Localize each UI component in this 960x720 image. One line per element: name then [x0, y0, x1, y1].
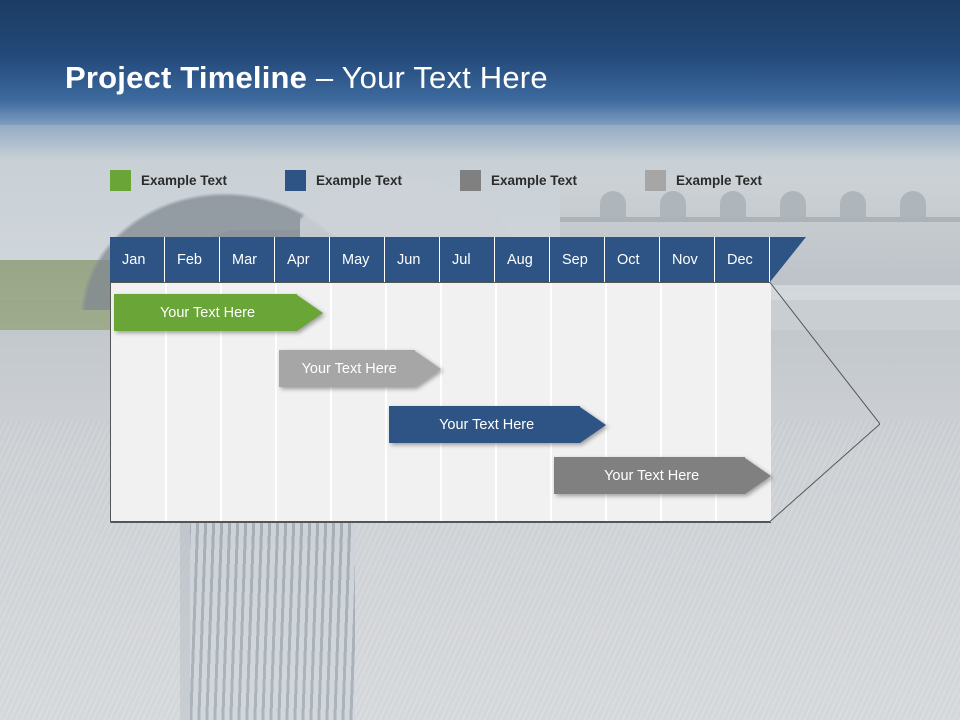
- legend-swatch-icon: [645, 170, 666, 191]
- month-cell-aug[interactable]: Aug: [495, 237, 550, 282]
- month-cell-apr[interactable]: Apr: [275, 237, 330, 282]
- legend-label: Example Text: [316, 173, 403, 188]
- grid-column-line: [385, 282, 387, 522]
- task-bar-3[interactable]: Your Text Here: [554, 457, 772, 494]
- page-title-strong: Project Timeline: [65, 60, 308, 95]
- grid-column-line: [495, 282, 497, 522]
- task-bar-arrow-icon: [297, 294, 323, 331]
- task-bar-label: Your Text Here: [279, 350, 416, 387]
- legend-label: Example Text: [141, 173, 228, 188]
- legend: Example Text Example Text Example Text Exam…: [110, 170, 810, 192]
- grid-column-line: [440, 282, 442, 522]
- month-cell-feb[interactable]: Feb: [165, 237, 220, 282]
- legend-item-2: Example Text: [460, 170, 577, 191]
- legend-label: Example Text: [676, 173, 763, 188]
- legend-swatch-icon: [285, 170, 306, 191]
- page-title-dash: –: [307, 60, 342, 95]
- month-cell-jul[interactable]: Jul: [440, 237, 495, 282]
- task-bar-arrow-icon: [580, 406, 607, 443]
- month-cell-may[interactable]: May: [330, 237, 385, 282]
- grid-column-line: [550, 282, 552, 522]
- task-bar-label: Your Text Here: [554, 457, 746, 494]
- task-bar-label: Your Text Here: [114, 294, 297, 331]
- grid-column-line: [330, 282, 332, 522]
- month-cell-mar[interactable]: Mar: [220, 237, 275, 282]
- legend-item-1: Example Text: [285, 170, 402, 191]
- month-header-arrow-icon: [770, 237, 806, 282]
- legend-item-3: Example Text: [645, 170, 762, 191]
- task-bar-1[interactable]: Your Text Here: [279, 350, 442, 387]
- task-bar-arrow-icon: [745, 457, 772, 494]
- legend-item-0: Example Text: [110, 170, 227, 191]
- legend-swatch-icon: [110, 170, 131, 191]
- task-bar-2[interactable]: Your Text Here: [389, 406, 607, 443]
- header-band: [0, 0, 960, 125]
- page-title-light: Your Text Here: [341, 60, 548, 95]
- page-title: Project Timeline – Your Text Here: [65, 60, 548, 96]
- month-cell-sep[interactable]: Sep: [550, 237, 605, 282]
- legend-label: Example Text: [491, 173, 578, 188]
- task-bar-label: Your Text Here: [389, 406, 581, 443]
- task-bar-arrow-icon: [415, 350, 442, 387]
- task-bar-0[interactable]: Your Text Here: [114, 294, 323, 331]
- month-cell-jun[interactable]: Jun: [385, 237, 440, 282]
- legend-swatch-icon: [460, 170, 481, 191]
- month-cell-dec[interactable]: Dec: [715, 237, 770, 282]
- month-cell-jan[interactable]: Jan: [110, 237, 165, 282]
- header-fade: [0, 125, 960, 160]
- month-cell-oct[interactable]: Oct: [605, 237, 660, 282]
- month-cell-nov[interactable]: Nov: [660, 237, 715, 282]
